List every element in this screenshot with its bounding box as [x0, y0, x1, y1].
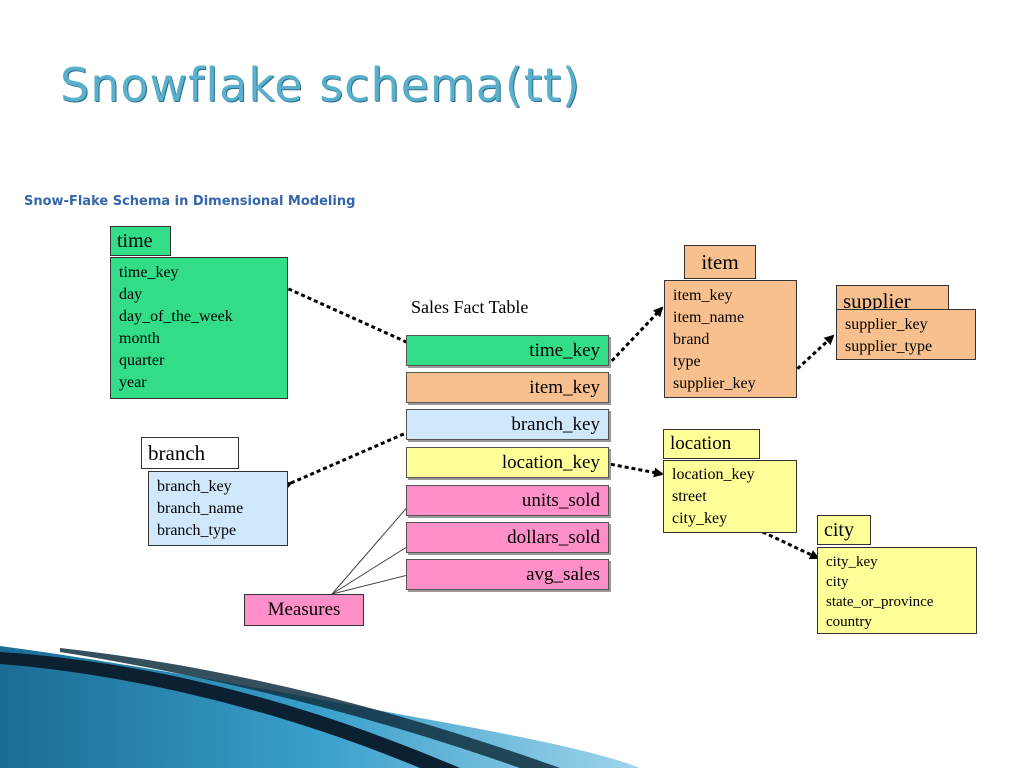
supplier-field: supplier_key — [845, 316, 928, 333]
item-field: brand — [673, 331, 710, 348]
time-field: day — [119, 286, 143, 303]
time-field: quarter — [119, 352, 165, 369]
measure-line-1 — [331, 503, 411, 595]
city-table: city_key city state_or_province country — [817, 547, 977, 634]
fact-row-branch-key: branch_key — [406, 409, 609, 440]
supplier-field: supplier_type — [845, 338, 933, 355]
location-table: location_key street city_key — [663, 460, 797, 533]
city-field: state_or_province — [826, 594, 934, 610]
location-field: location_key — [672, 466, 755, 483]
link-branch — [281, 431, 407, 491]
fact-row-avg-sales: avg_sales — [406, 559, 609, 590]
branch-table: branch_key branch_name branch_type — [148, 471, 288, 546]
measure-line-3 — [331, 571, 421, 595]
link-city — [749, 524, 820, 560]
branch-field: branch_key — [157, 478, 232, 495]
time-field: time_key — [119, 264, 179, 281]
item-table-label: item — [684, 245, 756, 279]
city-field: city_key — [826, 554, 878, 570]
link-time — [272, 278, 424, 351]
location-table-label: location — [663, 429, 760, 459]
fact-row-units-sold: units_sold — [406, 485, 609, 516]
item-field: item_name — [673, 309, 745, 326]
measures-label: Measures — [244, 594, 364, 626]
fact-row-location-key: location_key — [406, 447, 609, 478]
diagram-caption: Snow-Flake Schema in Dimensional Modelin… — [24, 194, 356, 209]
fact-row-item-key: item_key — [406, 372, 609, 403]
link-supplier — [780, 334, 835, 385]
city-field: city — [826, 574, 849, 590]
slide-title: Snowflake schema(tt) — [60, 58, 581, 112]
city-table-label: city — [817, 515, 871, 545]
item-field: supplier_key — [673, 375, 756, 392]
location-field: city_key — [672, 510, 728, 527]
branch-field: branch_type — [157, 522, 237, 539]
item-field: type — [673, 353, 701, 370]
branch-table-label: branch — [141, 437, 239, 469]
time-table-label: time — [110, 226, 171, 256]
time-field: day_of_the_week — [119, 308, 233, 325]
supplier-table: supplier_key supplier_type — [836, 309, 976, 360]
fact-table-label: Sales Fact Table — [411, 297, 529, 317]
time-table: time_key day day_of_the_week month quart… — [110, 257, 288, 399]
time-field: year — [119, 374, 147, 391]
item-table: item_key item_name brand type supplier_k… — [664, 280, 797, 398]
city-field: country — [826, 614, 872, 630]
link-location — [603, 461, 664, 478]
time-field: month — [119, 330, 160, 347]
fact-row-dollars-sold: dollars_sold — [406, 522, 609, 553]
item-field: item_key — [673, 287, 733, 304]
location-field: street — [672, 488, 707, 505]
branch-field: branch_name — [157, 500, 244, 517]
measure-line-2 — [331, 544, 411, 595]
link-item — [605, 306, 664, 368]
fact-row-time-key: time_key — [406, 335, 609, 366]
